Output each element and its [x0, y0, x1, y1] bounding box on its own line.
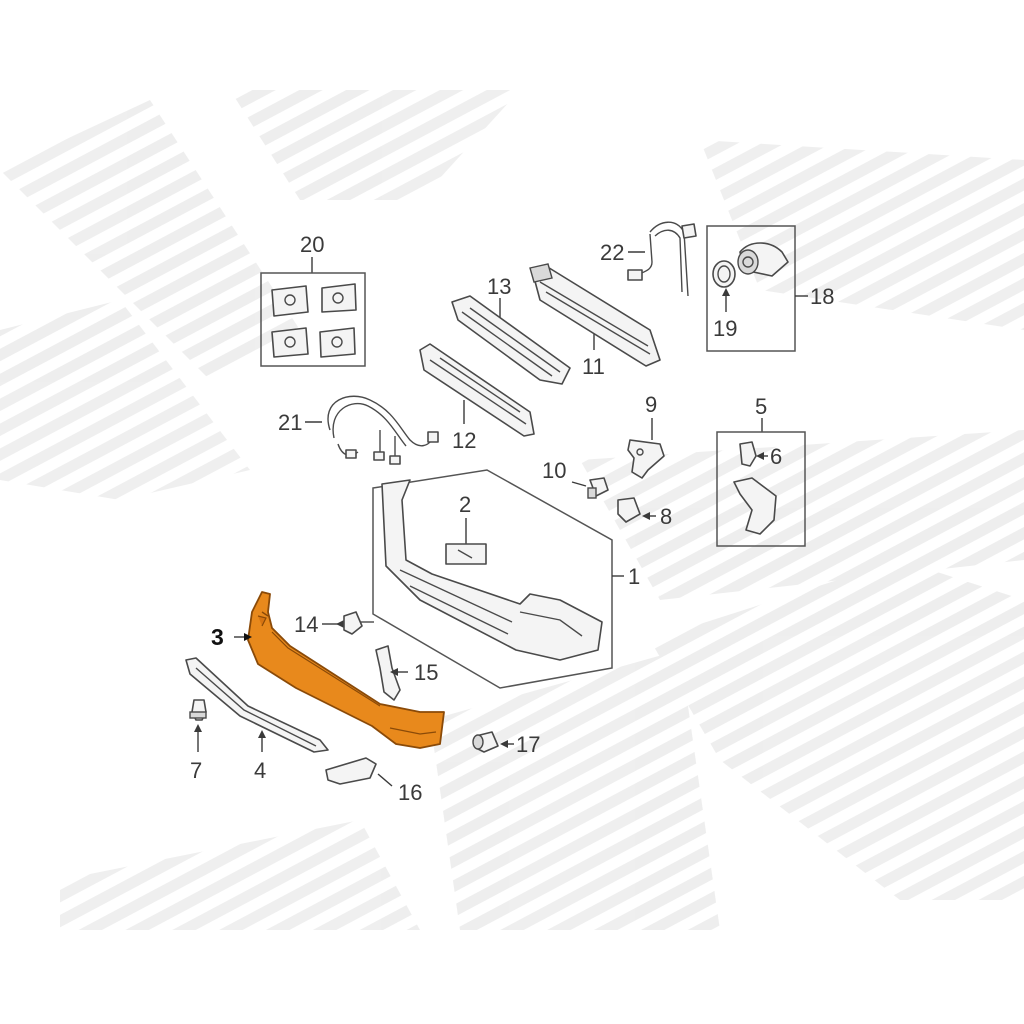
callout-6: 6: [770, 444, 782, 469]
callout-12: 12: [452, 428, 476, 453]
callout-15: 15: [414, 660, 438, 685]
callout-10: 10: [542, 458, 566, 483]
callout-16: 16: [398, 780, 422, 805]
part-2-label[interactable]: [445, 518, 487, 565]
part-7-push-pin[interactable]: [189, 699, 207, 752]
part-5-bracket-kit[interactable]: [716, 418, 806, 547]
callout-2: 2: [459, 492, 471, 517]
watermark: [0, 90, 1024, 930]
part-3-shape: [247, 591, 445, 749]
part-10-bolt[interactable]: [571, 477, 609, 499]
callout-21: 21: [278, 410, 302, 435]
part-22-sensor-wiring[interactable]: [627, 221, 697, 297]
callout-8: 8: [660, 504, 672, 529]
callout-17: 17: [516, 732, 540, 757]
part-21-wiring-harness[interactable]: [305, 395, 439, 465]
part-12-lower-absorber[interactable]: [419, 343, 535, 437]
callout-7: 7: [190, 758, 202, 783]
callout-19: 19: [713, 316, 737, 341]
part-20-assembly[interactable]: [260, 257, 366, 367]
callout-20: 20: [300, 232, 324, 257]
callout-1: 1: [628, 564, 640, 589]
callout-9: 9: [645, 392, 657, 417]
callout-13: 13: [487, 274, 511, 299]
callout-3: 3: [211, 624, 224, 650]
callout-5: 5: [755, 394, 767, 419]
part-14-sensor[interactable]: [322, 611, 374, 635]
part-8-clip[interactable]: [617, 497, 656, 523]
part-11-reinforcement-beam[interactable]: [529, 263, 661, 367]
callout-18: 18: [810, 284, 834, 309]
part-15-bracket[interactable]: [375, 645, 408, 701]
part-6-clip[interactable]: [739, 441, 768, 467]
callout-22: 22: [600, 240, 624, 265]
callout-11: 11: [582, 354, 605, 379]
part-13-energy-absorber[interactable]: [451, 295, 571, 385]
bracket-icon: [271, 283, 357, 358]
part-19-sensor-ring[interactable]: [712, 260, 736, 312]
part-17-sensor[interactable]: [472, 731, 514, 753]
part-18-parking-sensor[interactable]: [706, 225, 808, 352]
part-9-bracket[interactable]: [627, 418, 665, 479]
callout-4: 4: [254, 758, 266, 783]
part-16-reflector[interactable]: [325, 757, 393, 787]
callout-14: 14: [294, 612, 318, 637]
part-1-bumper-cover[interactable]: [372, 469, 624, 689]
part-3-lower-bumper-highlighted[interactable]: [234, 591, 445, 749]
part-4-lower-trim[interactable]: [185, 657, 329, 753]
